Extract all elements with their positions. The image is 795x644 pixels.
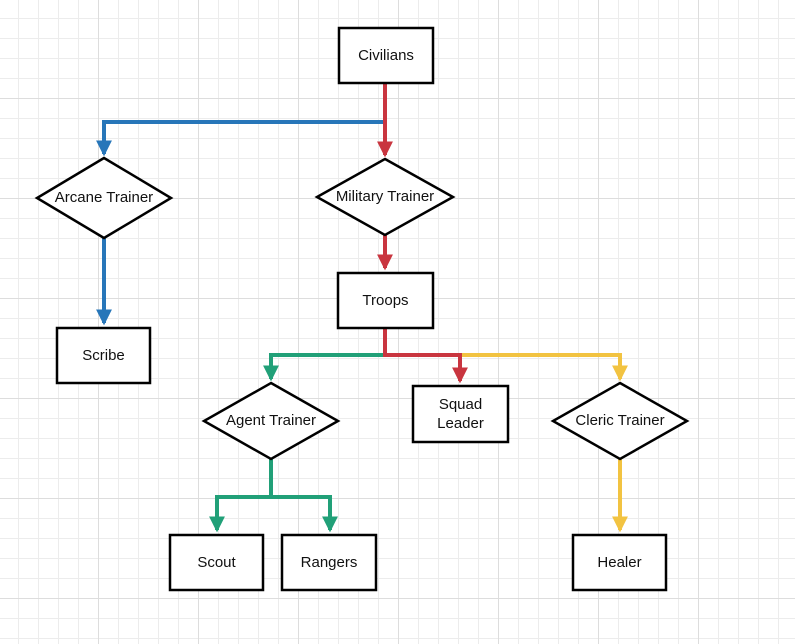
node-rangers-shape[interactable] (280, 533, 378, 592)
edge-civilians-arcane-trainer[interactable] (96, 120, 385, 157)
edge-agent-trainer-scout[interactable] (209, 457, 273, 533)
node-agent-trainer-shape[interactable] (201, 381, 341, 461)
node-troops-shape[interactable] (336, 271, 435, 330)
edge-agent-trainer-rangers[interactable] (271, 495, 338, 533)
node-civilians-shape[interactable] (337, 26, 435, 85)
edge-troops-agent-trainer[interactable] (263, 353, 385, 382)
node-healer-shape[interactable] (571, 533, 668, 592)
edge-troops-cleric-trainer[interactable] (458, 353, 628, 382)
node-cleric-trainer-shape[interactable] (550, 381, 690, 461)
node-military-trainer-shape[interactable] (314, 157, 456, 237)
node-arcane-trainer-shape[interactable] (34, 156, 174, 240)
node-scout-shape[interactable] (168, 533, 265, 592)
node-squad-leader-shape[interactable] (411, 384, 510, 444)
edge-troops-squad-leader[interactable] (383, 327, 468, 384)
node-scribe-shape[interactable] (55, 326, 152, 385)
